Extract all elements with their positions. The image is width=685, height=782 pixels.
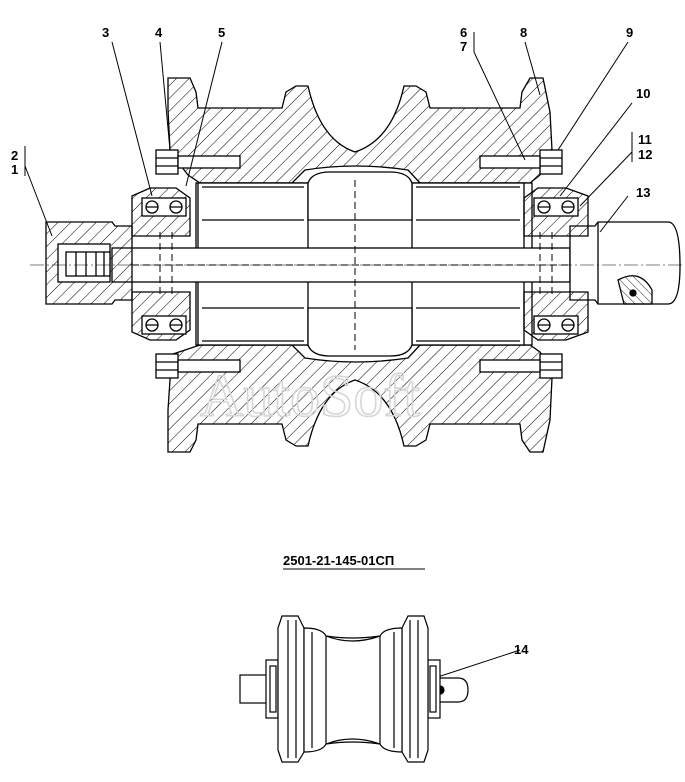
exterior-view: [239, 615, 469, 763]
callout-5: 5: [218, 25, 225, 40]
flange-right: [401, 615, 429, 763]
callout-13: 13: [636, 185, 650, 200]
bolt-right-upper: [479, 149, 563, 175]
shaft-stub-right: [437, 677, 469, 703]
callout-6: 6: [460, 25, 467, 40]
leader-lines: [24, 32, 633, 691]
center-rib-lower: [307, 307, 413, 357]
seal-left-lower: [141, 315, 187, 335]
callout-12: 12: [638, 147, 652, 162]
section-view: [30, 77, 685, 453]
drawing-caption: 2501-21-145-01СП: [283, 553, 394, 568]
callout-14: 14: [514, 642, 529, 657]
roller-body-upper: [167, 77, 553, 184]
bolt-right-lower: [479, 353, 563, 379]
callout-4: 4: [155, 25, 163, 40]
callout-3: 3: [102, 25, 109, 40]
seal-left-upper: [141, 197, 187, 217]
seal-right-lower: [533, 315, 579, 335]
bolt-left-upper: [155, 149, 241, 175]
callout-9: 9: [626, 25, 633, 40]
center-rib-upper: [307, 171, 413, 221]
callout-10: 10: [636, 86, 650, 101]
watermark: AutoSoft: [200, 363, 420, 429]
callouts: 1 2 3 4 5 6 7 8 9 10 11 12 13 14: [11, 25, 652, 657]
callout-11: 11: [638, 132, 652, 147]
callout-8: 8: [520, 25, 527, 40]
seal-right-upper: [533, 197, 579, 217]
callout-7: 7: [460, 39, 467, 54]
bolt-left-lower: [155, 353, 241, 379]
roller-body-lower: [167, 344, 553, 453]
flange-left: [277, 615, 305, 763]
callout-1: 1: [11, 162, 18, 177]
center-drum: [303, 627, 403, 753]
callout-2: 2: [11, 148, 18, 163]
